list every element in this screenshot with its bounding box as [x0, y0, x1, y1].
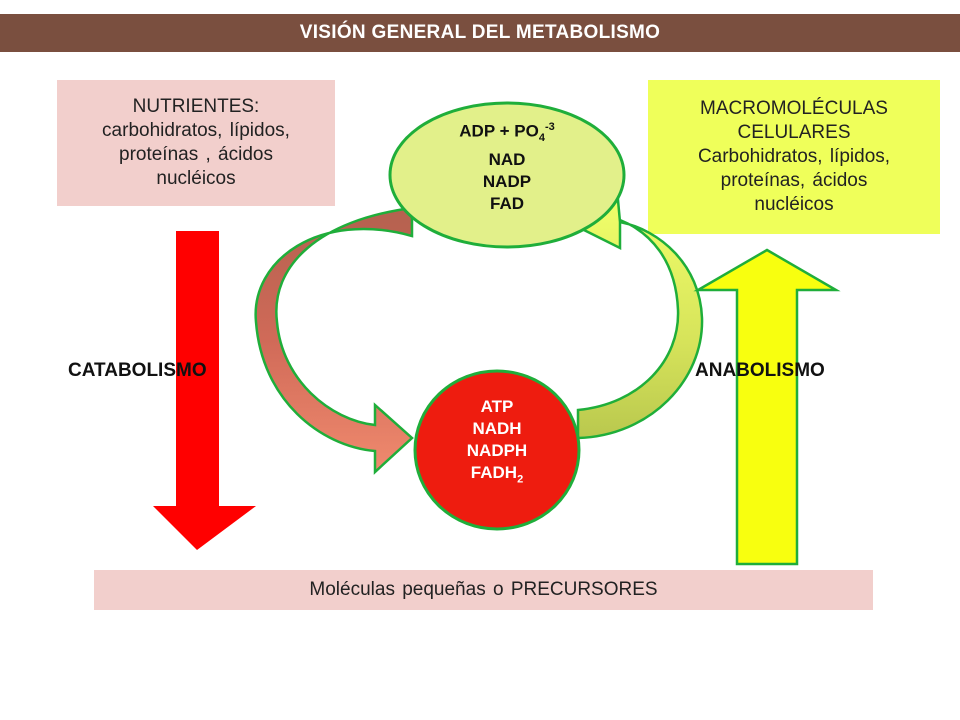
precursores-box: Moléculas pequeñas o PRECURSORES	[94, 570, 873, 610]
atp-label: ATP	[480, 397, 514, 416]
nadh-label: NADH	[472, 419, 522, 438]
page-title: VISIÓN GENERAL DEL METABOLISMO	[0, 14, 960, 52]
macro-line-2: CELULARES	[737, 122, 851, 143]
left-curved-arrow	[254, 206, 414, 475]
catabolism-arrow	[153, 231, 256, 550]
macromoleculas-box: MACROMOLÉCULAS CELULARES Carbohidratos, …	[648, 80, 940, 234]
atp-cycle-text: ATP NADH NADPH FADH2	[417, 396, 577, 490]
precursores-label: Moléculas pequeñas o PRECURSORES	[309, 579, 658, 600]
macro-line-4: proteínas, ácidos	[720, 170, 868, 191]
nutrientes-line-4: nucléicos	[156, 168, 236, 189]
macro-line-5: nucléicos	[754, 194, 834, 215]
macro-line-1: MACROMOLÉCULAS	[700, 98, 888, 119]
anabolismo-label: ANABOLISMO	[695, 360, 825, 381]
nutrientes-box: NUTRIENTES: carbohidratos, lípidos, prot…	[57, 80, 335, 206]
nad-label: NAD	[488, 150, 526, 170]
nutrientes-line-1: NUTRIENTES:	[132, 96, 260, 117]
fad-label: FAD	[490, 194, 524, 214]
adp-cycle-text: ADP + PO4-3 NAD NADP FAD	[400, 116, 614, 215]
nutrientes-line-3: proteínas , ácidos	[119, 144, 273, 165]
nadph-label: NADPH	[466, 441, 528, 460]
nadp-label: NADP	[482, 172, 532, 192]
adp-ellipse	[388, 101, 626, 249]
atp-circle	[413, 369, 581, 531]
fadh-label: FADH2	[470, 463, 524, 486]
nutrientes-line-2: carbohidratos, lípidos,	[102, 120, 290, 141]
catabolismo-label: CATABOLISMO	[68, 360, 207, 381]
anabolism-arrow	[693, 248, 841, 566]
right-curved-arrow	[576, 197, 704, 440]
macro-line-3: Carbohidratos, lípidos,	[697, 146, 891, 167]
adp-label: ADP + PO4-3	[459, 121, 555, 145]
